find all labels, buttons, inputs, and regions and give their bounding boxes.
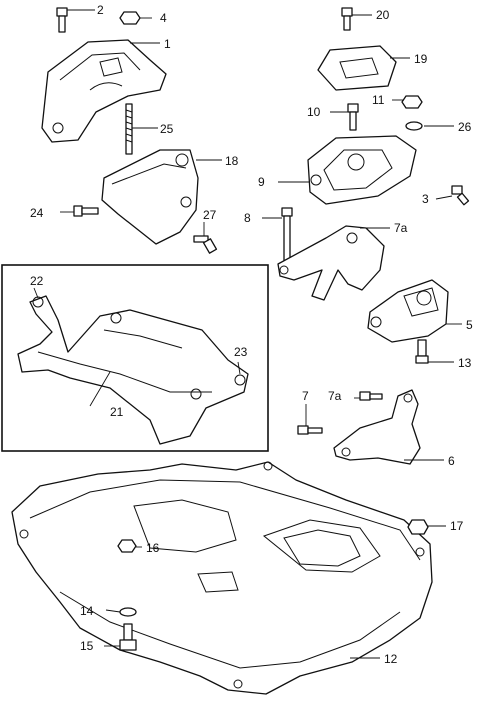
callout-label-6: 6	[448, 454, 455, 468]
transmission-mount-part	[307, 135, 417, 205]
callout-label-23: 22	[30, 274, 44, 288]
callout-label-14: 13	[458, 356, 472, 370]
engine-undershield-part	[11, 461, 433, 695]
nut-part	[117, 539, 137, 553]
callout-label-25: 24	[30, 206, 44, 220]
callout-label-16: 15	[80, 639, 94, 653]
washer-part	[405, 121, 423, 131]
callout-label-8: 7a	[394, 221, 408, 235]
callout-label-9: 8	[244, 211, 251, 225]
bolt-part	[415, 339, 429, 364]
bolt-part	[119, 623, 137, 651]
callout-label-2: 2	[97, 3, 104, 17]
bolt-part	[341, 7, 353, 31]
nut-part	[119, 11, 141, 25]
callout-label-26: 25	[160, 122, 174, 136]
washer-part	[119, 607, 137, 617]
callout-label-11: 10	[307, 105, 321, 119]
mount-support-bracket-part	[277, 225, 385, 301]
callout-label-13: 12	[384, 652, 398, 666]
subframe-inset-frame	[1, 264, 269, 452]
callout-label-20: 19	[414, 52, 428, 66]
bolt-part	[359, 391, 383, 401]
callout-label-24: 23	[234, 345, 248, 359]
callout-label-22: 21	[110, 405, 124, 419]
nut-part	[407, 519, 429, 535]
callout-label-19: 18	[225, 154, 239, 168]
callout-label-15: 14	[80, 604, 94, 618]
callout-label-21: 20	[376, 8, 390, 22]
bolt-part	[193, 235, 218, 254]
bolt-part	[73, 205, 99, 217]
bolt-part	[347, 103, 359, 131]
bolt-part	[281, 207, 293, 265]
callout-label-18: 17	[450, 519, 464, 533]
subframe-part	[17, 295, 249, 445]
callout-label-5: 5	[466, 318, 473, 332]
bolt-part	[451, 185, 470, 206]
callout-label-3: 3	[422, 192, 429, 206]
callout-label-17: 16	[146, 541, 160, 555]
callout-labels: 1 2 4 25 18 24 27 20 19 10 11 26 9 3 8 7…	[30, 3, 473, 666]
leader-lines	[33, 9, 462, 659]
callout-label-7a: 7a	[328, 389, 342, 403]
callout-label-4: 4	[160, 11, 167, 25]
callout-label-27: 26	[458, 120, 472, 134]
callout-label-7: 7	[302, 389, 309, 403]
callout-label-12: 11	[372, 93, 385, 107]
bolt-part	[297, 425, 323, 435]
bolt-part	[56, 7, 68, 33]
engine-bracket-part	[333, 389, 421, 465]
callout-label-1: 1	[164, 37, 171, 51]
nut-part	[401, 95, 423, 109]
callout-label-10: 9	[258, 175, 265, 189]
callout-label-28: 27	[203, 208, 217, 222]
mount-cover-plate-part	[317, 45, 397, 91]
engine-mount-bracket-part	[41, 39, 167, 143]
rear-engine-mount-part	[367, 279, 449, 343]
stud-part	[125, 103, 133, 155]
mount-lower-bracket-part	[101, 149, 199, 245]
